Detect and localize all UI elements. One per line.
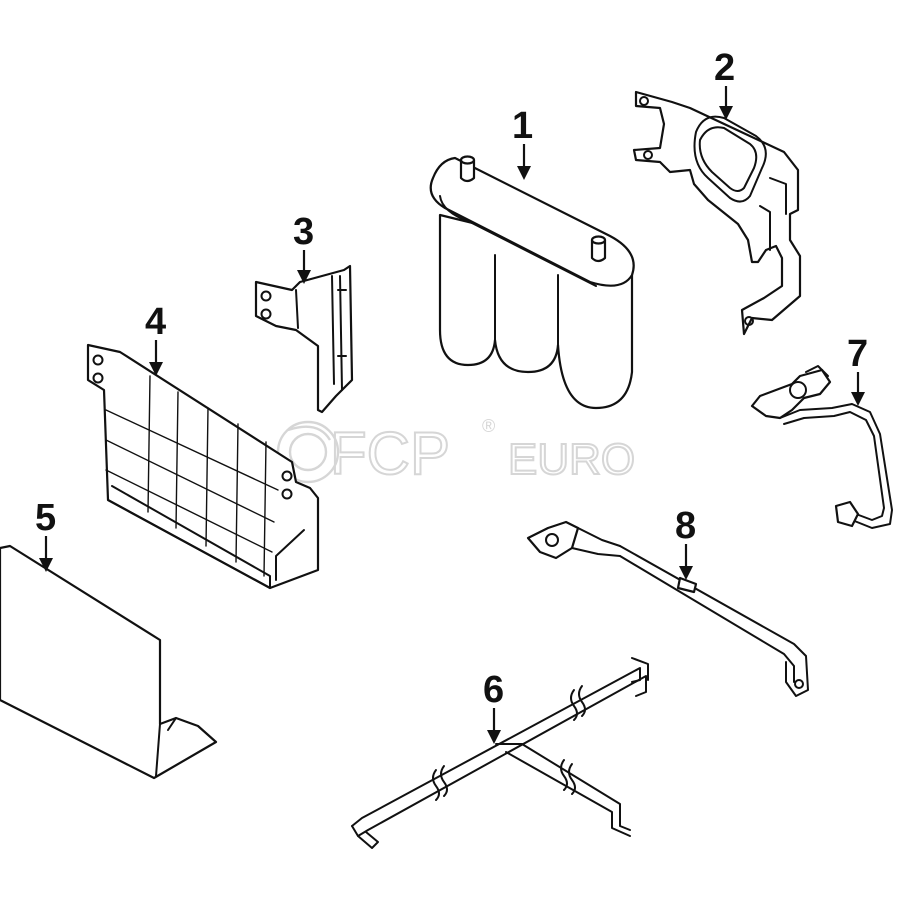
callout-5[interactable]: 5 [35,497,56,539]
watermark-registered-mark: ® [482,416,495,436]
callout-4[interactable]: 4 [145,301,166,343]
callout-6[interactable]: 6 [483,669,504,711]
callout-3[interactable]: 3 [293,211,314,253]
part-3-side-bracket[interactable] [254,264,354,414]
watermark-suffix: EURO [508,435,635,484]
part-2-upper-bracket[interactable] [632,90,802,336]
part-8-positive-cable[interactable] [526,520,809,697]
callout-arrows [39,86,865,744]
part-4-battery-tray[interactable] [86,343,320,590]
part-5-cover-panel[interactable] [0,544,218,780]
watermark: FCP ® EURO [276,416,636,488]
callout-numbers: 1 2 3 4 5 6 7 8 [35,47,868,711]
callout-8[interactable]: 8 [675,505,696,547]
callout-2[interactable]: 2 [714,47,735,89]
callout-1[interactable]: 1 [512,105,533,147]
part-7-negative-cable[interactable] [750,365,893,529]
part-1-battery[interactable] [429,155,635,410]
watermark-brand: FCP [330,420,450,487]
part-6-wire-harness[interactable] [351,657,649,849]
callout-7[interactable]: 7 [847,333,868,375]
